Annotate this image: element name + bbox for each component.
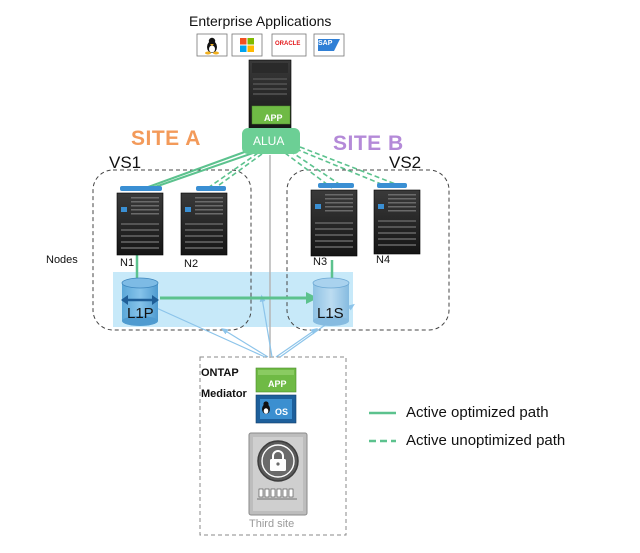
third-site-box bbox=[199, 356, 347, 536]
optimized-path-n1b bbox=[151, 151, 257, 189]
mediator-os-box bbox=[255, 394, 297, 424]
node-label-n3: N3 bbox=[313, 256, 328, 268]
node-server-n4 bbox=[373, 189, 421, 255]
node-label-n2: N2 bbox=[184, 258, 199, 270]
legend-unoptimized-label: Active unoptimized path bbox=[406, 432, 566, 449]
lock-icon bbox=[272, 450, 284, 460]
site-a-label: SITE A bbox=[131, 127, 201, 150]
alua-label: ALUA bbox=[253, 134, 285, 148]
unoptimized-path-n3 bbox=[284, 152, 333, 189]
host-app-label: APP bbox=[264, 113, 283, 123]
node-label-n1: N1 bbox=[120, 257, 135, 269]
app-logo-windows bbox=[231, 33, 263, 57]
app-logo-sap bbox=[313, 33, 345, 57]
replication-arrowhead bbox=[306, 292, 318, 304]
mediator-app-box bbox=[255, 367, 297, 393]
third-site-label: Third site bbox=[249, 518, 295, 530]
oracle-logo-label: ORACLE bbox=[275, 41, 301, 47]
mediator-label-line2: Mediator bbox=[201, 388, 247, 400]
volume-l1p bbox=[121, 277, 159, 326]
host-app-badge bbox=[251, 105, 291, 125]
diagram-title: Enterprise Applications bbox=[189, 13, 332, 29]
volume-l1p-label: L1P bbox=[127, 305, 154, 322]
unoptimized-path-n2b bbox=[214, 153, 263, 189]
node-connectors bbox=[120, 183, 407, 191]
third-site-appliance bbox=[248, 432, 308, 516]
optimized-path-n1 bbox=[139, 149, 251, 191]
unoptimized-path-n3b bbox=[289, 150, 343, 187]
unoptimized-path-n2 bbox=[204, 152, 259, 191]
volume-l1s-label: L1S bbox=[317, 305, 344, 322]
vs1-label: VS1 bbox=[109, 153, 142, 172]
site-b-box bbox=[286, 169, 450, 331]
mediator-app-label: APP bbox=[268, 379, 287, 389]
mediator-os-label: OS bbox=[275, 407, 289, 417]
volume-l1s bbox=[312, 277, 350, 326]
node-server-n1 bbox=[116, 192, 164, 256]
node-server-n2 bbox=[180, 192, 228, 256]
sap-logo-label: SAP bbox=[318, 40, 333, 47]
alua-badge bbox=[242, 128, 300, 154]
mediator-label-line1: ONTAP bbox=[201, 367, 239, 379]
app-logo-oracle bbox=[271, 33, 307, 57]
paths bbox=[139, 146, 399, 191]
site-b-label: SITE B bbox=[333, 132, 404, 155]
node-server-n3 bbox=[310, 189, 358, 257]
legend-optimized-label: Active optimized path bbox=[406, 404, 549, 421]
node-label-n4: N4 bbox=[376, 254, 391, 266]
nodes-label: Nodes bbox=[46, 254, 78, 266]
vs2-label: VS2 bbox=[389, 153, 422, 172]
unoptimized-path-n4 bbox=[295, 148, 387, 187]
unoptimized-path-n4b bbox=[299, 146, 399, 186]
site-a-box bbox=[92, 169, 252, 331]
app-logo-linux bbox=[196, 33, 228, 57]
